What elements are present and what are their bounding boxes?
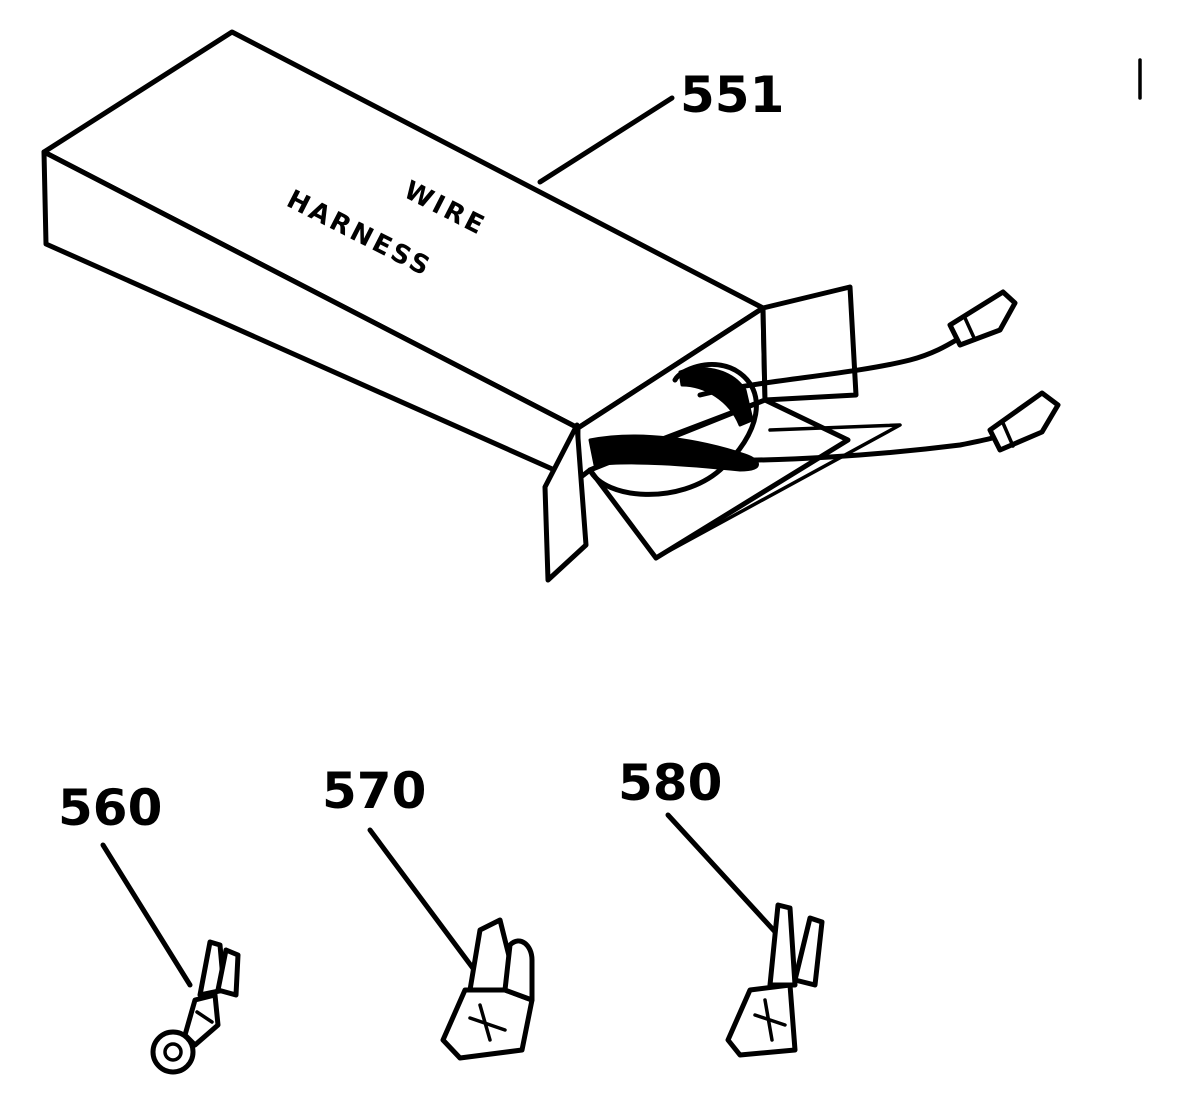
box-bottom-lid xyxy=(587,397,851,561)
leader-line-580 xyxy=(665,812,781,938)
callout-560: 560 xyxy=(58,779,162,837)
spade-terminal xyxy=(725,902,825,1058)
leader-line-560 xyxy=(100,842,193,988)
callout-580: 580 xyxy=(618,754,722,812)
wire-harness-box: WIRE HARNESS xyxy=(41,29,1061,583)
wire-coil-outer xyxy=(587,362,759,497)
flag-terminal xyxy=(440,917,535,1061)
box-side-flap xyxy=(542,422,589,583)
wire-terminal-1 xyxy=(947,289,1018,348)
wire-clip xyxy=(678,367,754,427)
callout-570: 570 xyxy=(322,762,426,820)
wire-lead-1 xyxy=(697,332,968,398)
wire-terminal-2 xyxy=(987,390,1061,453)
wire-lead-2 xyxy=(697,432,1003,463)
ring-terminal xyxy=(150,939,241,1075)
leader-line-570 xyxy=(367,827,481,978)
callout-551: 551 xyxy=(680,66,784,124)
leader-line-551 xyxy=(537,95,675,185)
box-lid-fold xyxy=(654,423,902,560)
